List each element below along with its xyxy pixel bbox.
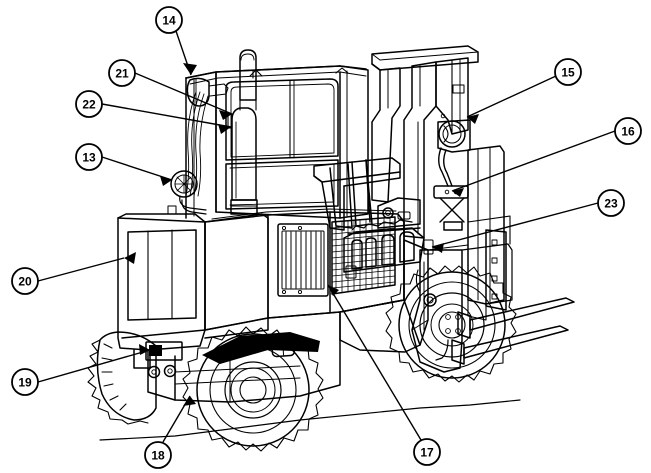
leader-21 [134,72,233,115]
leader-23 [431,202,599,248]
callout-23[interactable]: 23 [597,189,625,217]
callout-19-label: 19 [18,376,32,390]
callout-bubbles: 14 21 22 13 20 19 18 17 23 16 15 [11,6,642,469]
callout-22-label: 22 [82,98,96,112]
callout-19[interactable]: 19 [11,368,39,396]
callout-16[interactable]: 16 [614,117,642,145]
callout-17-label: 17 [420,446,434,460]
callout-14-circle [155,6,183,34]
callout-15-label: 15 [561,66,575,80]
callout-17[interactable]: 17 [413,438,441,466]
callout-21-circle [108,59,136,87]
leader-20 [37,257,125,282]
front-drive-housing [411,249,463,373]
operator-seat [313,157,401,231]
callout-13-circle [75,143,103,171]
callout-13[interactable]: 13 [75,143,103,171]
rear-wheel-right [182,326,324,452]
callout-14-label: 14 [162,14,176,28]
callout-19-circle [11,368,39,396]
leader-22 [101,103,232,128]
tread-lugs-left [87,339,149,425]
callout-13-label: 13 [82,151,96,165]
mast-chain-sheave [437,119,471,187]
callout-16-circle [614,117,642,145]
right-body-edge [411,215,513,331]
callout-20-label: 20 [18,275,32,289]
rear-wheel-left [87,331,157,425]
callout-20-circle [11,267,39,295]
callout-arrowheads [124,63,479,406]
leader-19 [37,349,151,383]
rear-mirror-assembly [167,170,207,215]
ground-line [99,399,521,441]
engine-louver-panel [277,223,329,297]
machine-outline [87,45,575,452]
hydraulic-valve-bank [343,219,434,279]
callout-15[interactable]: 15 [554,58,582,86]
exhaust-stack [227,49,258,215]
leader-17 [327,284,422,441]
leader-15 [466,75,557,118]
callout-18-label: 18 [151,449,165,463]
tread-lugs-right [182,326,324,452]
rear-counterweight [117,213,269,369]
callout-22-circle [75,90,103,118]
callout-15-circle [554,58,582,86]
callout-23-circle [597,189,625,217]
operator-cab [185,65,369,219]
callout-23-label: 23 [604,197,618,211]
callout-18[interactable]: 18 [144,441,172,469]
callout-20[interactable]: 20 [11,267,39,295]
callout-18-circle [144,441,172,469]
callout-16-label: 16 [621,125,635,139]
fork-carriage [467,145,507,321]
callout-14[interactable]: 14 [155,6,183,34]
front-tread-lugs [385,265,517,383]
leader-16 [451,130,616,192]
callout-21-label: 21 [115,67,129,81]
callout-17-circle [413,438,441,466]
fork-tines [451,297,575,365]
callout-21[interactable]: 21 [108,59,136,87]
callout-22[interactable]: 22 [75,90,103,118]
